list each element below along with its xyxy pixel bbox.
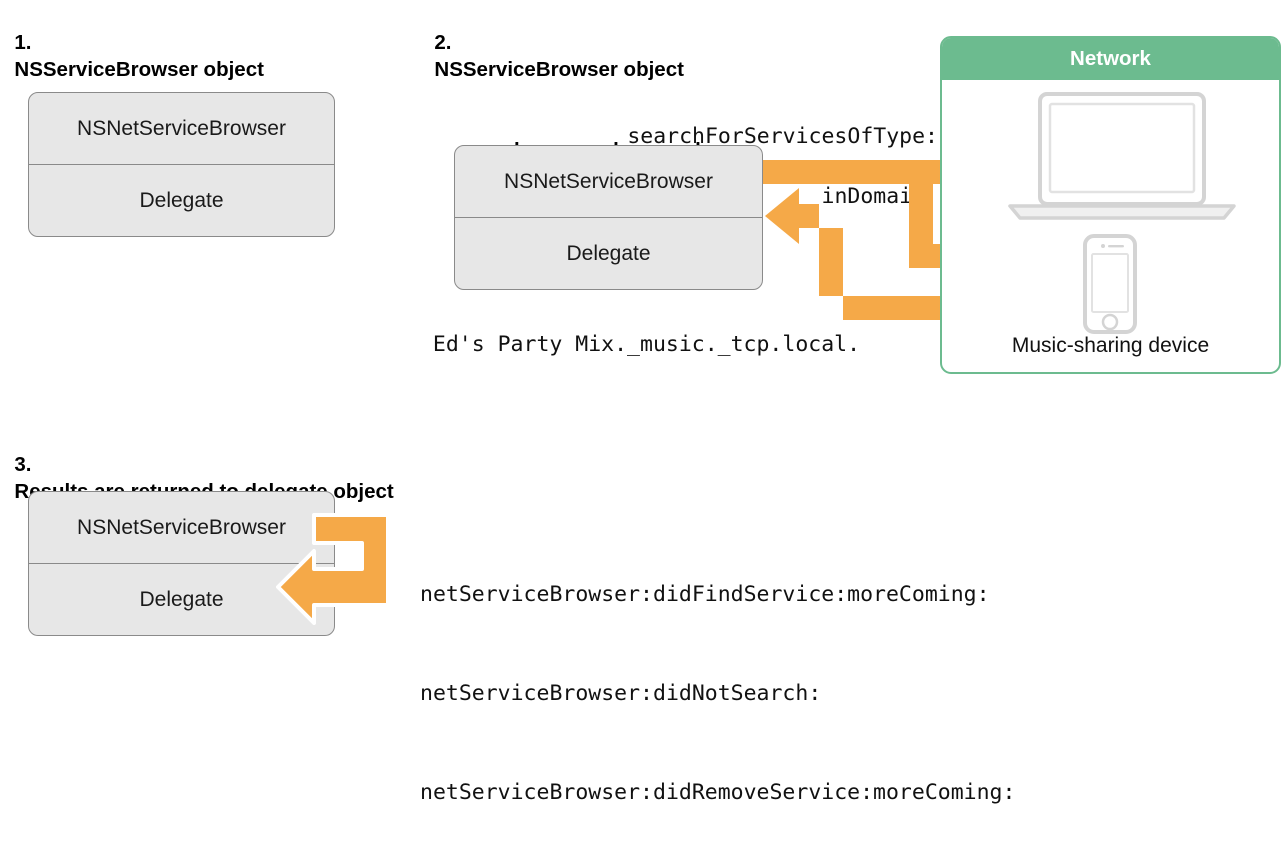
step-3-delegate-label: Delegate [139, 587, 224, 611]
step-3-callbacks: netServiceBrowser:didFindService:moreCom… [420, 512, 1015, 842]
network-panel: Network Music-sharing device [940, 36, 1281, 374]
step-3-delegate-row: Delegate [29, 563, 334, 635]
step-3-object-box: NSNetServiceBrowser Delegate [28, 491, 335, 636]
step-2-call-label: searchForServicesOfType: inDomain: [520, 92, 938, 212]
step-2-result-label: Ed's Party Mix._music._tcp.local. [407, 300, 860, 360]
step-1-delegate-row: Delegate [29, 164, 334, 236]
step-3-callback-line-2: netServiceBrowser:didNotSearch: [420, 681, 822, 706]
step-2-browser-label: NSNetServiceBrowser [504, 169, 713, 193]
step-1-number: 1. [14, 31, 32, 54]
step-2-call-line1: searchForServicesOfType: [627, 124, 938, 149]
step-2-delegate-label: Delegate [566, 241, 651, 265]
step-1-object-box: NSNetServiceBrowser Delegate [28, 92, 335, 237]
step-2-number: 2. [434, 31, 452, 54]
laptop-icon [1006, 92, 1238, 222]
step-3-browser-label: NSNetServiceBrowser [77, 515, 286, 539]
step-3-callback-arrow [276, 513, 390, 625]
step-2-title-line1: NSServiceBrowser object [434, 58, 684, 81]
step-1-delegate-label: Delegate [139, 188, 224, 212]
network-header: Network [942, 38, 1279, 80]
network-device-label-text: Music-sharing device [1011, 334, 1210, 357]
step-2-object-box: NSNetServiceBrowser Delegate [454, 145, 763, 290]
step-3-browser-row: NSNetServiceBrowser [29, 492, 334, 563]
step-3-number: 3. [14, 453, 32, 476]
step-2-delegate-row: Delegate [455, 217, 762, 289]
network-header-label: Network [1070, 47, 1151, 70]
arrow-branch-down [909, 160, 933, 268]
step-1-browser-label: NSNetServiceBrowser [77, 116, 286, 140]
step-2-result-text: Ed's Party Mix._music._tcp.local. [432, 332, 861, 357]
network-device-label: Music-sharing device [942, 334, 1279, 358]
step-3-callback-line-1: netServiceBrowser:didFindService:moreCom… [420, 582, 990, 607]
step-1-browser-row: NSNetServiceBrowser [29, 93, 334, 164]
step-3-callback-line-3: netServiceBrowser:didRemoveService:moreC… [420, 780, 1016, 805]
phone-icon [1082, 234, 1138, 334]
step-1-title-line1: NSServiceBrowser object [14, 58, 264, 81]
step-2-browser-row: NSNetServiceBrowser [455, 146, 762, 217]
